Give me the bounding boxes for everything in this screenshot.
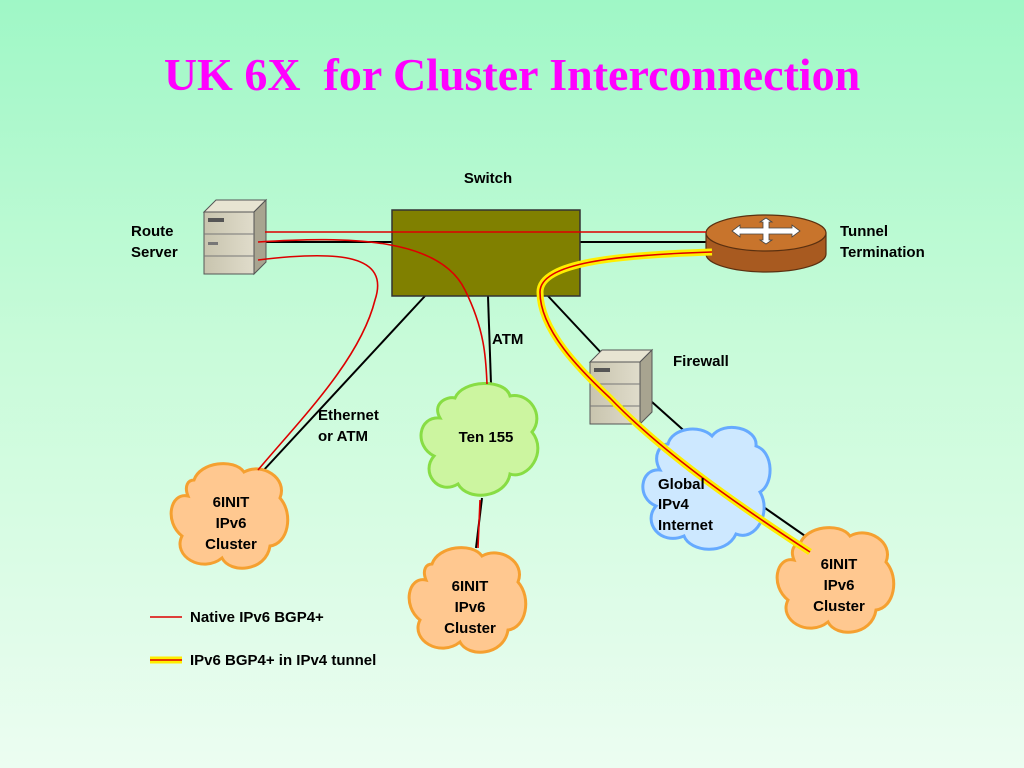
link-switch-ten155 xyxy=(487,295,492,385)
tunnel-termination-label-2: Termination xyxy=(840,244,925,261)
cluster-left-label-1: 6INIT xyxy=(213,494,250,511)
cluster-right-cloud xyxy=(775,526,896,634)
slide-title: UK 6X for Cluster Interconnection xyxy=(163,49,861,100)
tunnel-termination-label-1: Tunnel xyxy=(840,223,888,240)
native-ten155-cluster-middle xyxy=(477,499,481,549)
cluster-left-label-3: Cluster xyxy=(205,536,257,553)
cluster-right-label-2: IPv6 xyxy=(824,577,855,594)
link-switch-cluster-left xyxy=(261,295,426,473)
native-route-server-cluster-left xyxy=(257,254,379,471)
global-internet-label-3: Internet xyxy=(658,517,713,534)
cluster-left-label-2: IPv6 xyxy=(216,515,247,532)
global-internet-label-1: Global xyxy=(658,476,705,493)
firewall-label: Firewall xyxy=(673,353,729,370)
native-route-server-ten155 xyxy=(257,238,488,385)
switch-label: Switch xyxy=(464,170,512,187)
cluster-middle-label-1: 6INIT xyxy=(452,578,489,595)
native-ipv6-links xyxy=(257,231,706,549)
legend-tunnel-label: IPv6 BGP4+ in IPv4 tunnel xyxy=(190,652,376,669)
router-icon xyxy=(705,214,827,273)
route-server-label-1: Route xyxy=(131,223,174,240)
tunnel-link xyxy=(536,248,812,555)
route-server-label-2: Server xyxy=(131,244,178,261)
link-internet-cluster-right xyxy=(764,507,809,539)
route-server-icon xyxy=(202,198,268,276)
legend-native-label: Native IPv6 BGP4+ xyxy=(190,609,324,626)
ethernet-atm-label-2: or ATM xyxy=(318,428,368,445)
link-switch-firewall xyxy=(547,295,607,359)
ethernet-atm-label-1: Ethernet xyxy=(318,407,379,424)
cluster-middle-label-2: IPv6 xyxy=(455,599,486,616)
physical-links xyxy=(261,241,809,549)
atm-label: ATM xyxy=(492,331,523,348)
legend: Native IPv6 BGP4+ IPv6 BGP4+ in IPv4 tun… xyxy=(150,609,376,669)
cluster-right-label-1: 6INIT xyxy=(821,556,858,573)
cluster-right-label-3: Cluster xyxy=(813,598,865,615)
switch-box xyxy=(391,209,581,297)
global-internet-label-2: IPv4 xyxy=(658,496,690,513)
ten155-label: Ten 155 xyxy=(459,429,514,446)
ten155-cloud xyxy=(419,382,540,497)
cluster-middle-cloud xyxy=(407,546,528,654)
cluster-left-cloud xyxy=(169,462,290,570)
cluster-middle-label-3: Cluster xyxy=(444,620,496,637)
